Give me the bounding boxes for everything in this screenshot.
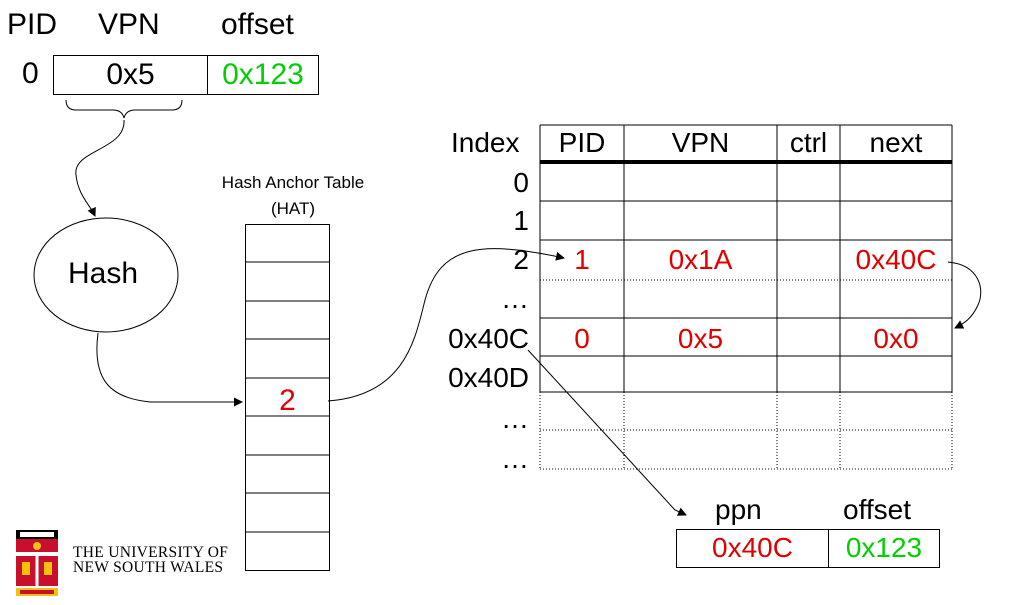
hat-row-lines [245,261,330,533]
pt-index-1: 1 [513,205,529,236]
arrow-vpn-to-hash [75,119,125,217]
pt-row-0x40c-pid: 0 [574,323,590,354]
pt-col-next: next [869,127,923,158]
pa-ppn-value: 0x40C [712,532,793,563]
va-pid-value: 0 [22,57,39,90]
pt-index-ellipsis-3: … [501,443,529,474]
pt-row-0x40c-next: 0x0 [873,323,919,354]
hat-title-line2: (HAT) [270,199,316,218]
pt-index-header: Index [451,127,520,158]
page-table-grid [539,124,953,393]
va-offset-header: offset [221,8,294,41]
pt-col-vpn: VPN [671,127,730,158]
hat-table [245,224,330,571]
pt-row2-next: 0x40C [855,244,937,275]
hat-title-line1: Hash Anchor Table [221,173,365,192]
pa-offset-header: offset [843,494,911,525]
arrow-hash-to-hat [96,332,243,407]
logo-text-line1: THE UNIVERSITY OF [73,544,229,561]
pt-index-2: 2 [513,244,529,275]
pa-offset-cell: 0x123 [828,529,940,568]
pt-index-ellipsis-1: … [501,283,529,314]
pt-row-0x40c-vpn: 0x5 [677,323,724,354]
pt-col-pid: PID [558,127,606,158]
pa-ppn-header: ppn [715,494,762,525]
va-offset-cell: 0x123 [207,55,319,95]
page-table-dotted [539,279,953,470]
arrow-to-physical [527,349,687,516]
hat-entry-value: 2 [279,384,296,417]
pt-row2-pid: 1 [574,244,590,275]
logo-text-line2: NEW SOUTH WALES [73,559,224,576]
pt-col-ctrl: ctrl [789,127,828,158]
pa-ppn-cell: 0x40C [676,529,829,568]
pt-index-0: 0 [513,167,529,198]
pt-index-0x40c: 0x40C [448,323,529,354]
va-pid-header: PID [7,8,58,41]
pt-row2-vpn: 0x1A [668,244,733,275]
va-vpn-value: 0x5 [106,58,155,91]
pt-index-ellipsis-2: … [501,403,529,434]
unsw-crest-icon [16,530,58,596]
pt-index-0x40d: 0x40D [448,362,529,393]
hash-label: Hash [68,257,139,290]
va-vpn-header: VPN [98,8,160,41]
va-offset-value: 0x123 [222,58,304,91]
hash-ellipse [33,217,179,333]
arrow-next-chain [947,261,982,329]
pa-offset-value: 0x123 [845,532,923,563]
vpn-brace [65,99,183,119]
arrow-hat-to-table [327,248,565,402]
